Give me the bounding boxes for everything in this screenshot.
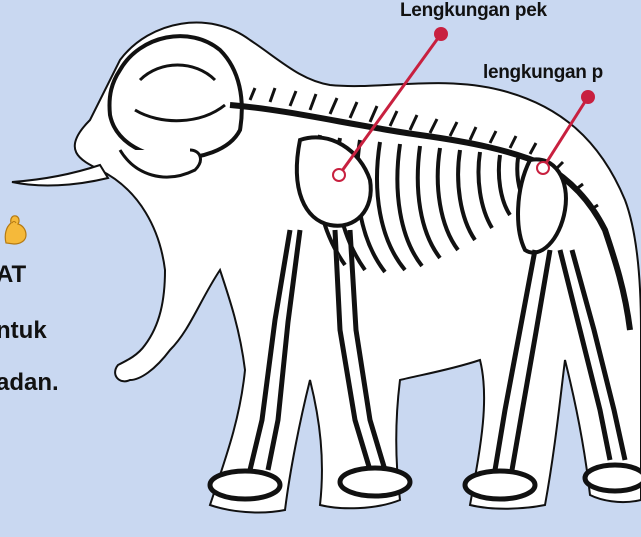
annotation-top-label: Lengkungan pek bbox=[400, 0, 547, 22]
side-text-line2: ntuk bbox=[0, 314, 47, 348]
tusk bbox=[12, 165, 108, 185]
side-text-line1: AT bbox=[0, 258, 26, 292]
annotation-second-label: lengkungan p bbox=[483, 62, 603, 84]
flexed-biceps-icon bbox=[2, 213, 28, 245]
side-text-line3: adan. bbox=[0, 366, 59, 400]
